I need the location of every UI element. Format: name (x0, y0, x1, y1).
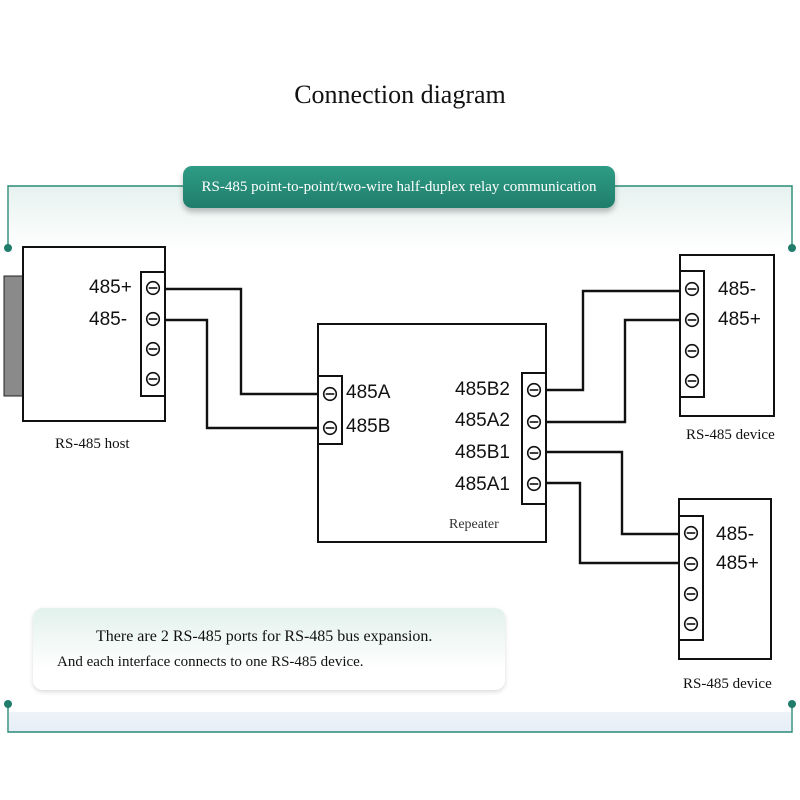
repeater-caption: Repeater (449, 517, 499, 532)
device-top-screw-1 (684, 281, 700, 297)
host-side-panel (3, 275, 24, 397)
info-note-line-2: And each interface connects to one RS-48… (57, 654, 364, 670)
info-note-line-1: There are 2 RS-485 ports for RS-485 bus … (96, 628, 433, 645)
repeater-unit (317, 323, 547, 543)
repeater-port-label-485B: 485B (346, 416, 391, 437)
device-bottom-port-label-plus: 485+ (716, 553, 759, 574)
mode-banner: RS-485 point-to-point/two-wire half-dupl… (183, 166, 615, 208)
repeater-port-label-485B2: 485B2 (455, 379, 510, 400)
device-bottom-caption: RS-485 device (683, 676, 772, 692)
repeater-screw-485A (322, 386, 338, 402)
device-top-unit (679, 254, 775, 417)
frame-dot-top-left (4, 244, 12, 252)
bottom-band (9, 712, 791, 732)
device-bottom-screw-1 (683, 525, 699, 541)
host-screw-2 (145, 311, 161, 327)
info-note-box (33, 608, 505, 690)
host-unit (3, 246, 166, 422)
repeater-screw-485A1 (526, 476, 542, 492)
device-bottom-screw-2 (683, 556, 699, 572)
wire-host-minus-to-485B (165, 318, 318, 430)
page-title: Connection diagram (294, 80, 506, 109)
wire-host-plus-to-485A (165, 287, 318, 396)
host-screw-1 (145, 280, 161, 296)
wire-485A1-to-bottom-plus (546, 481, 679, 565)
device-top-screw-3 (684, 343, 700, 359)
device-top-screw-4 (684, 373, 700, 389)
repeater-port-label-485A: 485A (346, 382, 391, 403)
device-bottom-screw-3 (683, 586, 699, 602)
repeater-screw-485B1 (526, 445, 542, 461)
device-top-port-label-minus: 485- (718, 279, 757, 300)
wire-485B2-to-top-minus (546, 289, 680, 392)
device-bottom-screw-4 (683, 616, 699, 632)
wire-485B1-to-bottom-minus (546, 450, 679, 536)
host-caption: RS-485 host (55, 436, 130, 452)
repeater-port-label-485B1: 485B1 (455, 442, 510, 463)
repeater-screw-485B (322, 420, 338, 436)
device-top-screw-2 (684, 312, 700, 328)
host-port-label-plus: 485+ (89, 277, 132, 298)
host-screw-4 (145, 371, 161, 387)
frame-dot-top-right (788, 244, 796, 252)
repeater-screw-485B2 (526, 382, 542, 398)
device-top-port-label-plus: 485+ (718, 309, 761, 330)
wire-485A2-to-top-plus (546, 318, 680, 424)
wiring (165, 287, 680, 565)
repeater-box (317, 323, 547, 543)
host-screw-3 (145, 341, 161, 357)
repeater-screw-485A2 (526, 414, 542, 430)
host-port-label-minus: 485- (89, 309, 128, 330)
device-bottom-port-label-minus: 485- (716, 524, 755, 545)
frame-dot-bottom-right (788, 700, 796, 708)
frame-dot-bottom-left (4, 700, 12, 708)
device-bottom-unit (678, 498, 772, 660)
repeater-port-label-485A1: 485A1 (455, 474, 510, 495)
device-top-caption: RS-485 device (686, 427, 775, 443)
repeater-port-label-485A2: 485A2 (455, 410, 510, 431)
